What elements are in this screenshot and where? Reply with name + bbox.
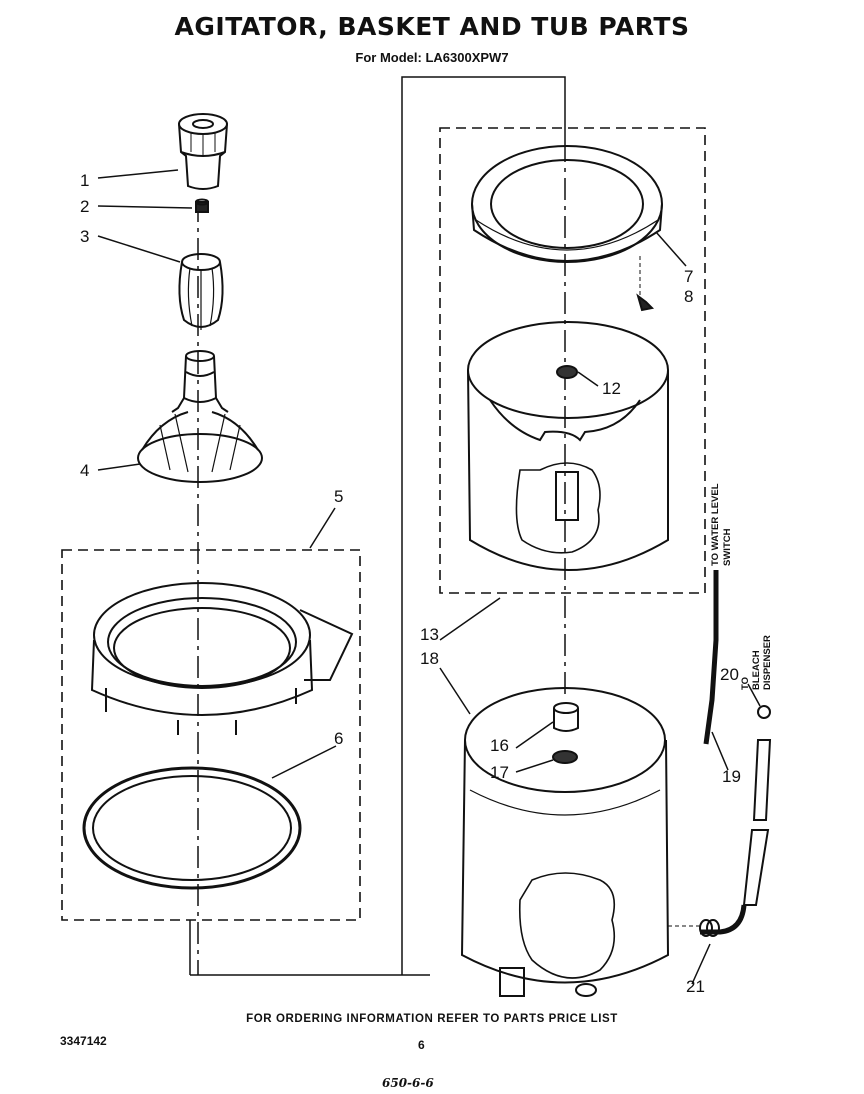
tub-ring bbox=[90, 582, 354, 735]
callout-8: 8 bbox=[684, 287, 693, 306]
bleach-label-1: TO bbox=[740, 677, 751, 690]
agitator-cam bbox=[178, 253, 224, 330]
connector-top bbox=[401, 76, 566, 975]
page-title: AGITATOR, BASKET AND TUB PARTS bbox=[174, 12, 690, 41]
callout-1: 1 bbox=[80, 171, 89, 190]
outer-tub bbox=[460, 687, 670, 997]
callout-19: 19 bbox=[722, 767, 741, 786]
water-level-hose bbox=[703, 570, 719, 745]
callout-5: 5 bbox=[334, 487, 343, 506]
callout-4: 4 bbox=[80, 461, 89, 480]
agitator-nut bbox=[195, 198, 209, 213]
ring-clip bbox=[636, 293, 655, 312]
handwritten-note: 650-6-6 bbox=[382, 1076, 434, 1090]
callout-20: 20 bbox=[720, 665, 739, 684]
bleach-label-3: DISPENSER bbox=[762, 635, 773, 690]
callout-21: 21 bbox=[686, 977, 705, 996]
tub-seal-ring bbox=[82, 766, 302, 890]
model-subtitle: For Model: LA6300XPW7 bbox=[355, 50, 509, 65]
drive-bell-16 bbox=[553, 702, 579, 732]
callout-12: 12 bbox=[602, 379, 621, 398]
group-box-5 bbox=[61, 549, 361, 921]
callout-6: 6 bbox=[334, 729, 343, 748]
ordering-note: FOR ORDERING INFORMATION REFER TO PARTS … bbox=[246, 1013, 618, 1025]
page-number: 6 bbox=[418, 1038, 425, 1052]
callout-18: 18 bbox=[420, 649, 439, 668]
water-level-label-2: SWITCH bbox=[722, 528, 733, 566]
group-box-13 bbox=[439, 127, 706, 594]
seal-17 bbox=[552, 750, 578, 764]
callout-2: 2 bbox=[80, 197, 89, 216]
bleach-label-2: BLEACH bbox=[751, 650, 762, 690]
callout-17: 17 bbox=[490, 763, 509, 782]
agitator-cap bbox=[178, 113, 228, 190]
callout-3: 3 bbox=[80, 227, 89, 246]
document-number: 3347142 bbox=[60, 1034, 107, 1048]
water-level-label-1: TO WATER LEVEL bbox=[710, 483, 721, 566]
hose-fitting bbox=[668, 919, 720, 937]
wash-basket bbox=[467, 321, 669, 571]
callout-7: 7 bbox=[684, 267, 693, 286]
callout-16: 16 bbox=[490, 736, 509, 755]
callout-13: 13 bbox=[420, 625, 439, 644]
bleach-hose bbox=[700, 705, 772, 935]
balance-ring bbox=[471, 145, 663, 263]
leader-lines bbox=[97, 169, 761, 985]
agitator-base bbox=[137, 350, 263, 483]
